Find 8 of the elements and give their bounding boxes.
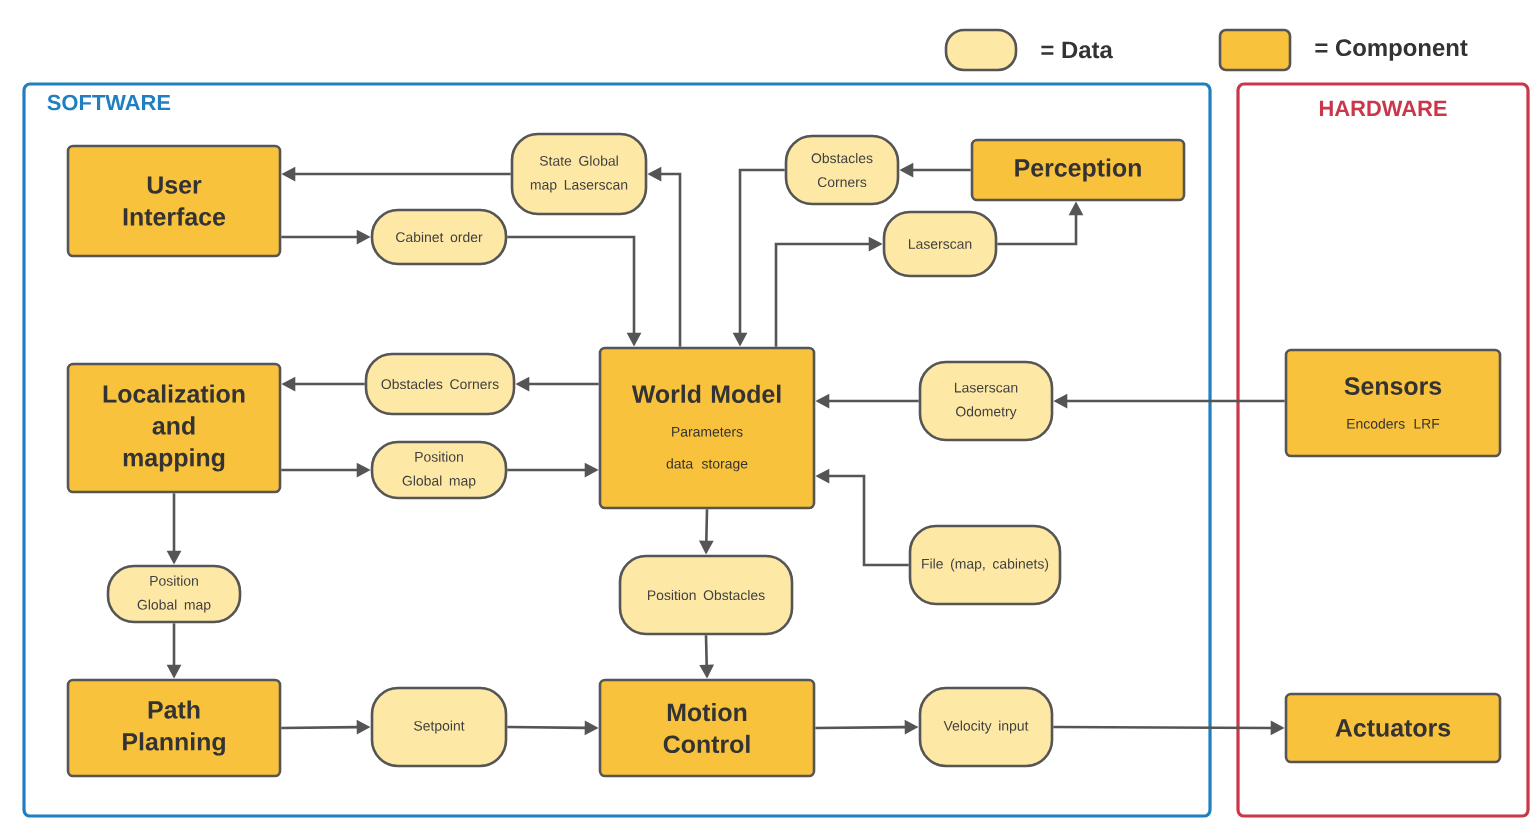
component-box: Perception [970,138,1186,202]
component-box: Actuators [1284,692,1502,764]
legend-label: = Data [1041,41,1113,59]
component-box: Path Planning [66,678,282,778]
component-box: Localization and mapping [66,362,282,494]
legend-label: = Component [1315,39,1468,61]
component-box: User Interface [66,144,282,258]
component-box: Motion Control [598,678,816,778]
